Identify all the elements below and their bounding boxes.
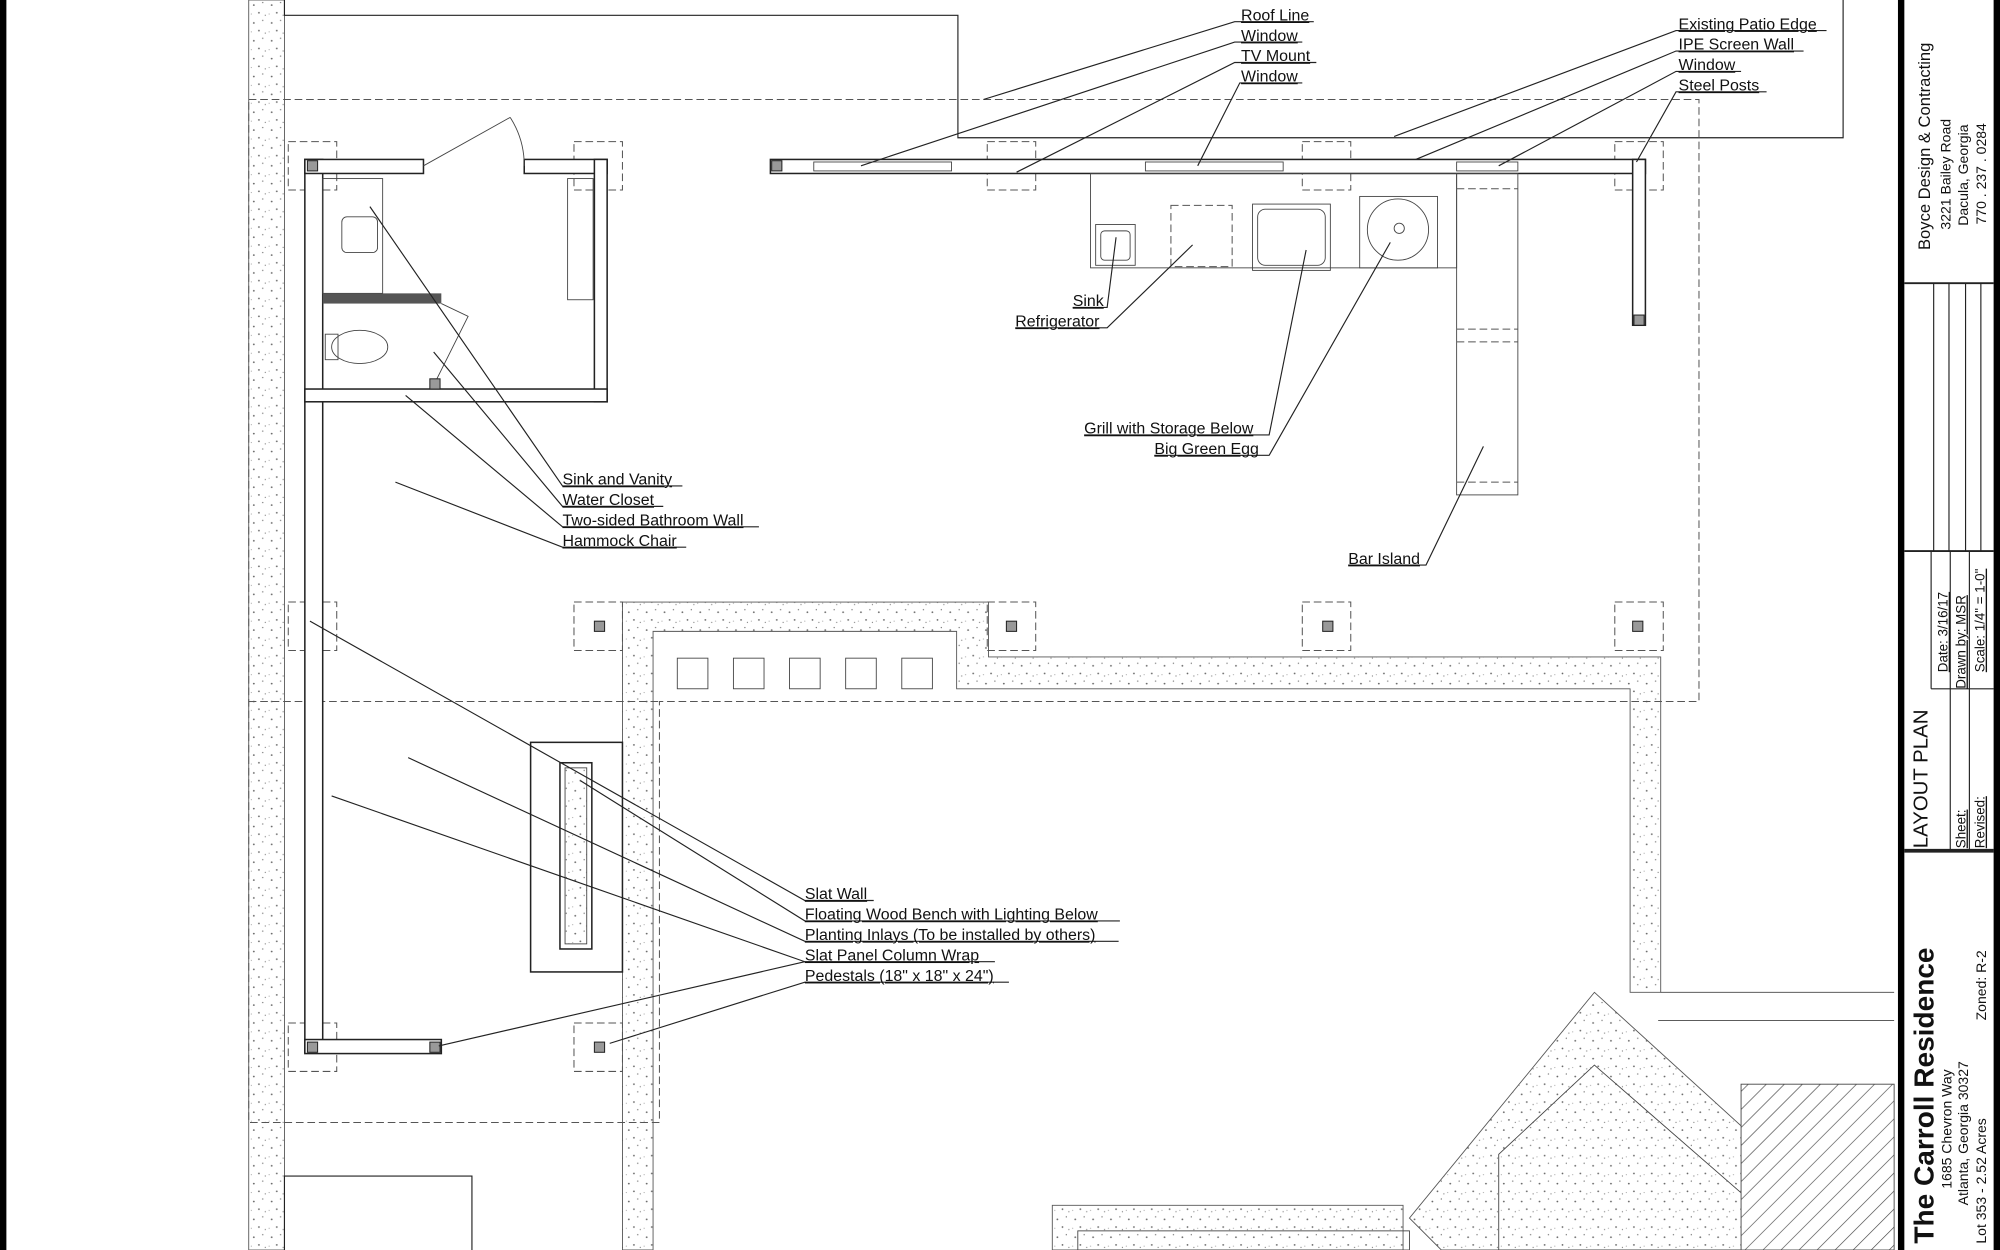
left-border bbox=[0, 0, 7, 1250]
project-address: 1685 Chevron Way bbox=[1939, 1069, 1955, 1188]
project-name: The Carroll Residence bbox=[1909, 947, 1940, 1243]
label-ipe-screen-wall: IPE Screen Wall bbox=[1679, 37, 1794, 54]
ipe-screen-wall bbox=[769, 158, 1647, 327]
label-planting-inlays: Planting Inlays (To be installed by othe… bbox=[805, 927, 1096, 944]
label-window: Window bbox=[1679, 57, 1736, 74]
outdoor-kitchen bbox=[1090, 173, 1519, 496]
label-water-closet: Water Closet bbox=[563, 492, 655, 509]
label-bathroom-wall: Two-sided Bathroom Wall bbox=[563, 513, 744, 530]
title-block: Boyce Design & Contracting 3221 Bailey R… bbox=[1896, 0, 2000, 1250]
label-hammock-chair: Hammock Chair bbox=[563, 533, 678, 550]
label-window: Window bbox=[1241, 28, 1298, 45]
scale: Scale: 1/4" = 1-0" bbox=[1973, 568, 1988, 672]
label-floating-bench: Floating Wood Bench with Lighting Below bbox=[805, 907, 1098, 924]
sheet-label: Sheet: bbox=[1954, 810, 1969, 849]
callout-labels: Roof Line Window TV Mount Window Existin… bbox=[563, 7, 1817, 984]
drawn-by: Drawn by: MSR bbox=[1954, 595, 1969, 689]
label-steel-posts: Steel Posts bbox=[1679, 78, 1760, 95]
label-sink-vanity: Sink and Vanity bbox=[563, 472, 673, 489]
existing-patio bbox=[248, 0, 1895, 1250]
company-city: Dacula, Georgia bbox=[1955, 124, 1971, 225]
lot-info: Lot 353 - 2.52 Acres bbox=[1973, 1118, 1989, 1243]
company-address: 3221 Bailey Road bbox=[1937, 119, 1953, 230]
slat-wall bbox=[304, 158, 608, 1055]
floating-bench bbox=[529, 741, 624, 973]
label-existing-patio-edge: Existing Patio Edge bbox=[1679, 16, 1817, 33]
label-big-green-egg: Big Green Egg bbox=[1154, 441, 1259, 458]
label-bar-island: Bar Island bbox=[1348, 551, 1420, 568]
label-pedestals: Pedestals (18" x 18" x 24") bbox=[805, 968, 994, 985]
label-refrigerator: Refrigerator bbox=[1015, 314, 1100, 331]
label-slat-wall: Slat Wall bbox=[805, 886, 867, 903]
label-grill: Grill with Storage Below bbox=[1084, 421, 1254, 438]
revised-label: Revised: bbox=[1973, 796, 1988, 848]
label-sink: Sink bbox=[1073, 293, 1104, 310]
date: Date: 3/16/17 bbox=[1936, 592, 1951, 672]
project-city: Atlanta, Georgia 30327 bbox=[1955, 1061, 1971, 1205]
label-roof-line: Roof Line bbox=[1241, 7, 1309, 24]
bathroom bbox=[322, 116, 594, 390]
zoning: Zoned: R-2 bbox=[1973, 950, 1989, 1020]
planting-inlays bbox=[676, 657, 933, 690]
sheet-title: LAYOUT PLAN bbox=[1910, 710, 1932, 849]
company-name: Boyce Design & Contracting bbox=[1915, 43, 1934, 250]
leader-lines bbox=[309, 21, 1827, 1047]
label-tv-mount: TV Mount bbox=[1241, 48, 1311, 65]
company-phone: 770 . 237 . 0284 bbox=[1973, 123, 1989, 225]
roof-line bbox=[248, 98, 1700, 1123]
label-window: Window bbox=[1241, 69, 1298, 86]
label-slat-panel: Slat Panel Column Wrap bbox=[805, 947, 979, 964]
